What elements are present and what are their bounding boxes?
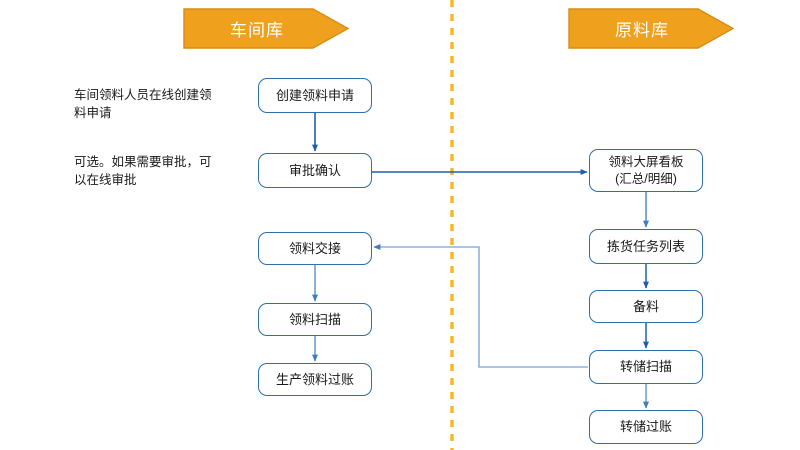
node-prepare-material[interactable]: 备料 (589, 290, 703, 323)
lane-banner-material: 原料库 (568, 8, 734, 49)
note-approval-optional: 可选。如果需要审批，可 以在线审批 (74, 155, 212, 188)
lane-banner-workshop-label: 车间库 (230, 21, 284, 40)
lane-banner-workshop: 车间库 (183, 8, 349, 49)
node-dashboard[interactable]: 领料大屏看板 (汇总/明细) (589, 149, 703, 192)
node-approve-confirm[interactable]: 审批确认 (258, 153, 372, 188)
node-material-handover[interactable]: 领料交接 (258, 232, 372, 265)
node-transfer-posting[interactable]: 转储过账 (589, 410, 703, 444)
node-material-scan[interactable]: 领料扫描 (258, 303, 372, 336)
connector-transferscan-to-handover (373, 244, 588, 368)
node-production-posting[interactable]: 生产领料过账 (258, 363, 372, 396)
banner-arrow-shape (183, 8, 349, 49)
node-pick-task-list[interactable]: 拣货任务列表 (589, 229, 703, 264)
node-create-request[interactable]: 创建领料申请 (258, 78, 372, 113)
banner-arrow-shape (568, 8, 734, 49)
note-create-request: 车间领料人员在线创建领 料申请 (74, 88, 212, 121)
lane-banner-material-label: 原料库 (615, 21, 669, 40)
node-transfer-scan[interactable]: 转储扫描 (589, 350, 703, 384)
